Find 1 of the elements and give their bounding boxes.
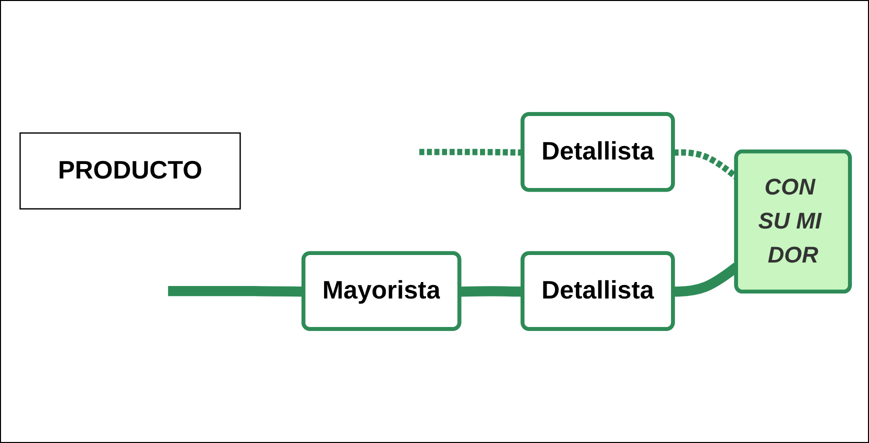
node-box: PRODUCTO (18, 132, 240, 210)
